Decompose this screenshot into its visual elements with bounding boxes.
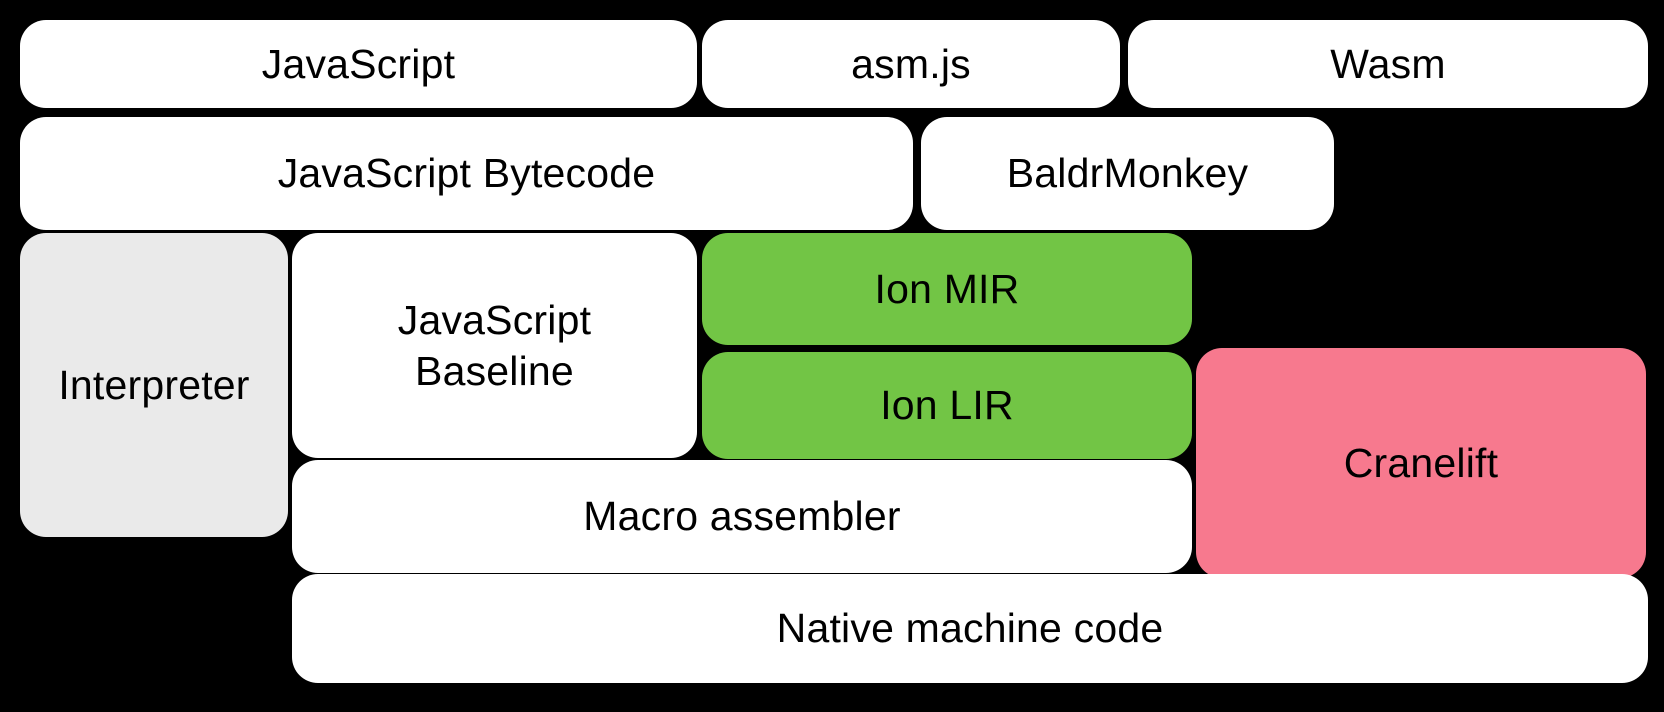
node-wasm: Wasm bbox=[1128, 20, 1648, 108]
node-native-machine-code: Native machine code bbox=[292, 574, 1648, 683]
node-cranelift: Cranelift bbox=[1196, 348, 1646, 578]
node-javascript: JavaScript bbox=[20, 20, 697, 108]
node-ion-mir: Ion MIR bbox=[702, 233, 1192, 345]
node-asmjs: asm.js bbox=[702, 20, 1120, 108]
node-interpreter: Interpreter bbox=[20, 233, 288, 537]
node-javascript-bytecode: JavaScript Bytecode bbox=[20, 117, 913, 230]
node-baldrmonkey: BaldrMonkey bbox=[921, 117, 1334, 230]
node-macro-assembler: Macro assembler bbox=[292, 460, 1192, 573]
node-ion-lir: Ion LIR bbox=[702, 352, 1192, 459]
node-javascript-baseline: JavaScript Baseline bbox=[292, 233, 697, 458]
